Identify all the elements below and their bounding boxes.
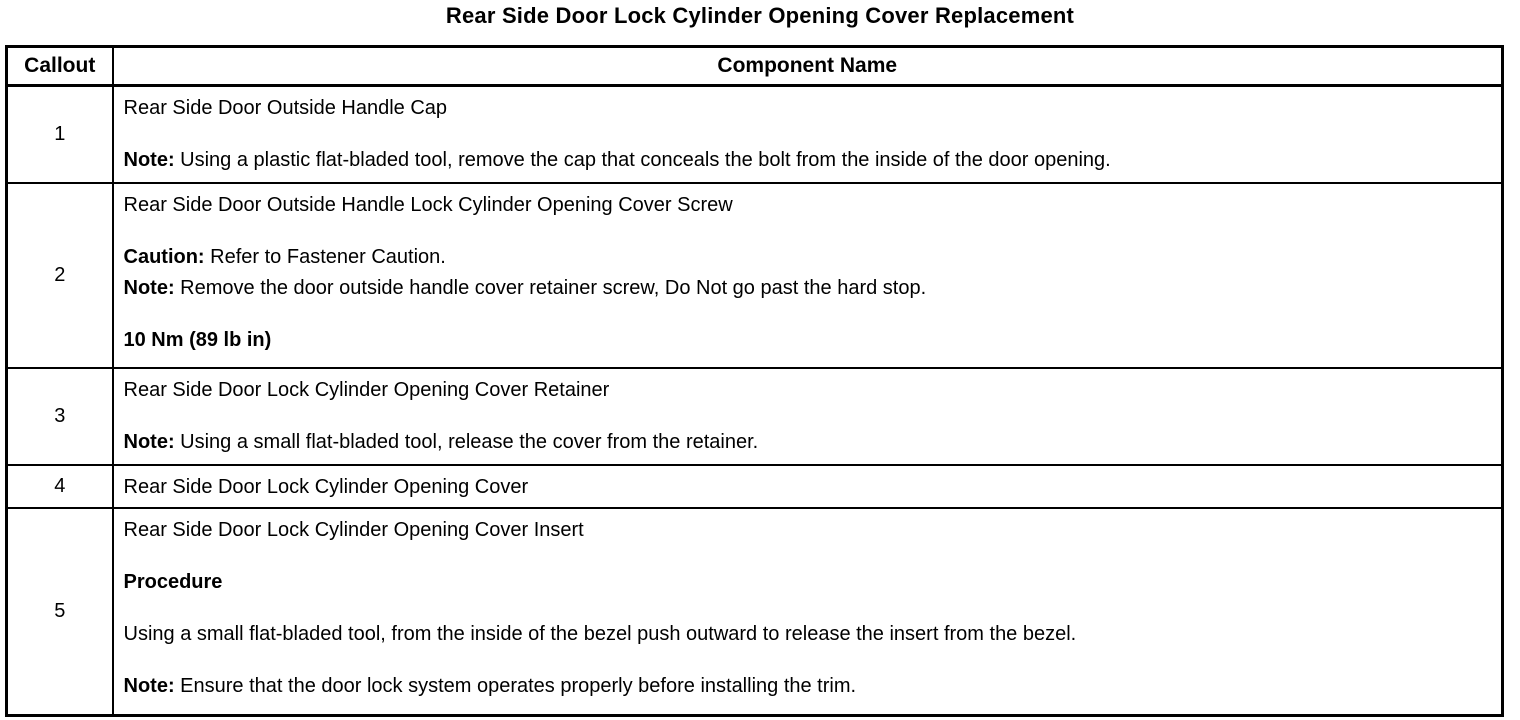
component-description: Rear Side Door Outside Handle Lock Cylin…: [111, 181, 1504, 369]
description-paragraph: 10 Nm (89 lb in): [124, 325, 1488, 356]
text-line: Rear Side Door Outside Handle Cap: [123, 97, 448, 119]
callout-number: 4: [5, 463, 114, 509]
callout-number: 2: [5, 181, 114, 369]
callout-column-header: Callout: [5, 45, 114, 87]
text-line: Note: Using a small flat-bladed tool, re…: [123, 430, 759, 453]
text-line: Note: Remove the door outside handle cov…: [123, 276, 927, 299]
component-name-column-header: Component Name: [111, 45, 1504, 87]
header-row: Callout Component Name: [5, 45, 1504, 87]
component-description: Rear Side Door Lock Cylinder Opening Cov…: [111, 506, 1504, 717]
callout-number: 5: [5, 506, 114, 717]
description-paragraph: Note: Using a small flat-bladed tool, re…: [124, 427, 1488, 458]
component-description: Rear Side Door Lock Cylinder Opening Cov…: [111, 366, 1504, 466]
table-row: 2 Rear Side Door Outside Handle Lock Cyli…: [5, 181, 1504, 369]
text-line: Rear Side Door Outside Handle Lock Cylin…: [123, 193, 733, 216]
description-paragraph: Procedure: [124, 567, 1488, 598]
description-paragraph: Rear Side Door Lock Cylinder Opening Cov…: [124, 472, 1488, 503]
text-line: Note: Ensure that the door lock system o…: [123, 674, 857, 697]
description-paragraph: Rear Side Door Lock Cylinder Opening Cov…: [124, 375, 1488, 406]
text-line: Rear Side Door Lock Cylinder Opening Cov…: [123, 378, 610, 401]
table-header: Callout Component Name: [5, 45, 1504, 87]
description-paragraph: Note: Ensure that the door lock system o…: [124, 671, 1488, 702]
page-title: Rear Side Door Lock Cylinder Opening Cov…: [445, 3, 1075, 28]
description-paragraph: Note: Using a plastic flat-bladed tool, …: [124, 145, 1488, 176]
callout-number: 3: [5, 366, 114, 466]
component-description: Rear Side Door Lock Cylinder Opening Cov…: [111, 463, 1504, 509]
table-row: 5 Rear Side Door Lock Cylinder Opening Co…: [5, 506, 1504, 717]
description-paragraph: Caution: Refer to Fastener Caution. Note:…: [124, 242, 1488, 304]
description-paragraph: Using a small flat-bladed tool, from the…: [124, 619, 1488, 650]
text-line: Caution: Refer to Fastener Caution.: [123, 245, 446, 268]
callout-number: 1: [5, 84, 114, 184]
text-line: 10 Nm (89 lb in): [123, 328, 272, 351]
table-row: 3 Rear Side Door Lock Cylinder Opening Co…: [5, 366, 1504, 466]
description-paragraph: Rear Side Door Lock Cylinder Opening Cov…: [124, 515, 1488, 546]
text-line: Rear Side Door Lock Cylinder Opening Cov…: [123, 475, 529, 498]
text-line: Rear Side Door Lock Cylinder Opening Cov…: [123, 518, 584, 541]
description-paragraph: Rear Side Door Outside Handle Lock Cylin…: [124, 190, 1488, 221]
description-paragraph: Rear Side Door Outside Handle Cap: [124, 93, 1488, 124]
text-line: Using a small flat-bladed tool, from the…: [123, 622, 1077, 645]
text-line: Note: Using a plastic flat-bladed tool, …: [123, 149, 1111, 171]
text-line: Procedure: [123, 570, 223, 593]
table-row: 4 Rear Side Door Lock Cylinder Opening Co…: [5, 463, 1504, 509]
